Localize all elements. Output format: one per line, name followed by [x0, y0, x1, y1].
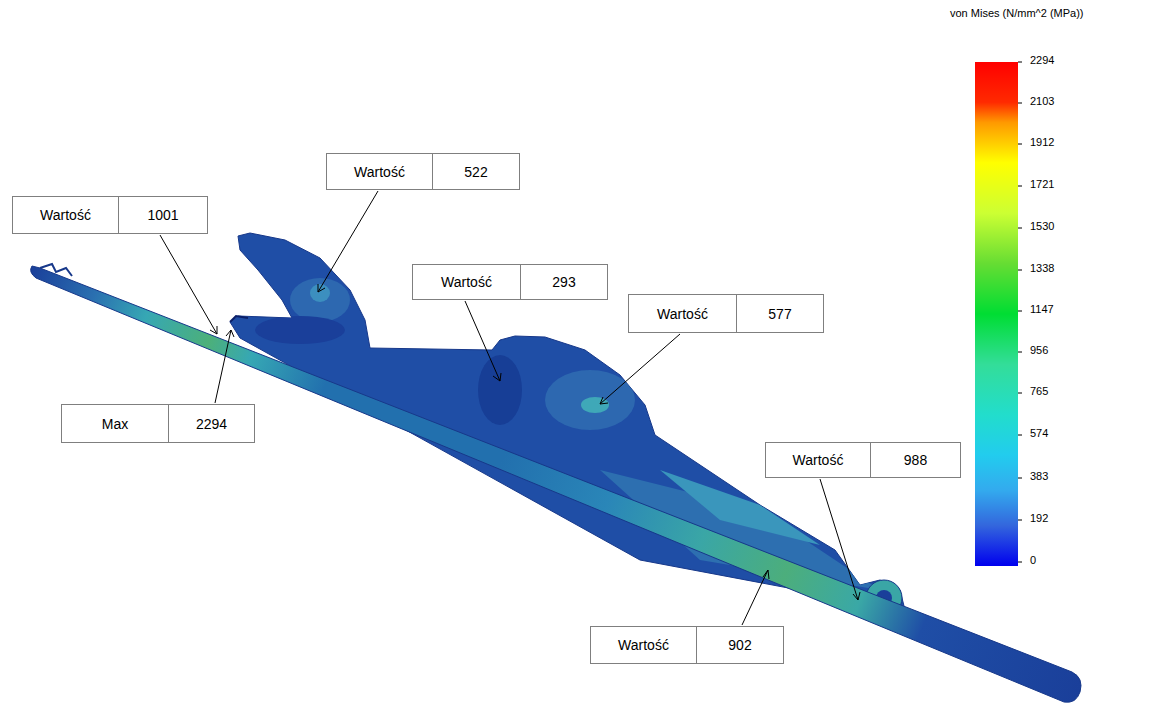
color-scale: [975, 62, 1018, 566]
scale-tick-value: 1147: [1030, 303, 1054, 315]
callout-box: Wartość 522: [326, 153, 520, 190]
callout-value-cell: 902: [697, 627, 783, 663]
callout-box: Wartość 293: [412, 264, 608, 300]
scale-tick-value: 1912: [1030, 136, 1054, 148]
callout-value: 577: [768, 306, 791, 322]
callout-caption: Max: [102, 416, 128, 432]
scale-tick-value: 2294: [1030, 54, 1054, 66]
scale-tick-value: 192: [1030, 512, 1048, 524]
callout-caption: Wartość: [618, 637, 669, 653]
callout-caption: Wartość: [657, 306, 708, 322]
callout-caption: Wartość: [40, 207, 91, 223]
callout-box: Max 2294: [61, 404, 255, 443]
callout-value: 902: [728, 637, 751, 653]
scale-tick-value: 1338: [1030, 262, 1054, 274]
callout-box: Wartość 577: [628, 294, 824, 333]
callout-caption-cell: Wartość: [327, 154, 433, 189]
callout-caption-cell: Wartość: [591, 627, 697, 663]
callout-caption: Wartość: [354, 164, 405, 180]
callout-value: 1001: [147, 207, 178, 223]
callout-caption: Wartość: [441, 274, 492, 290]
scale-tick-value: 1721: [1030, 178, 1054, 190]
callout-value-cell: 1001: [119, 197, 207, 233]
callout-box: Wartość 902: [590, 626, 784, 664]
callout-value-cell: 293: [521, 265, 607, 299]
callout-value-cell: 2294: [169, 405, 254, 442]
callout-caption-cell: Max: [62, 405, 169, 442]
callout-caption: Wartość: [793, 452, 844, 468]
callout-box: Wartość 988: [765, 442, 961, 478]
callout-value: 988: [904, 452, 927, 468]
callout-value: 522: [464, 164, 487, 180]
callout-caption-cell: Wartość: [766, 443, 871, 477]
scale-tick-value: 383: [1030, 470, 1048, 482]
callout-caption-cell: Wartość: [413, 265, 521, 299]
callout-value-cell: 988: [871, 443, 960, 477]
callout-box: Wartość 1001: [12, 196, 208, 234]
callout-caption-cell: Wartość: [13, 197, 119, 233]
scale-tick-value: 574: [1030, 427, 1048, 439]
scale-tick-value: 765: [1030, 385, 1048, 397]
callout-value-cell: 577: [737, 295, 823, 332]
scale-title: von Mises (N/mm^2 (MPa)): [950, 7, 1084, 19]
scale-tick-value: 956: [1030, 344, 1048, 356]
scale-tick-value: 1530: [1030, 220, 1054, 232]
callout-value: 2294: [196, 416, 227, 432]
scale-tick-value: 2103: [1030, 95, 1054, 107]
callout-caption-cell: Wartość: [629, 295, 737, 332]
callout-value: 293: [552, 274, 575, 290]
callout-value-cell: 522: [433, 154, 519, 189]
scale-tick-value: 0: [1030, 554, 1036, 566]
